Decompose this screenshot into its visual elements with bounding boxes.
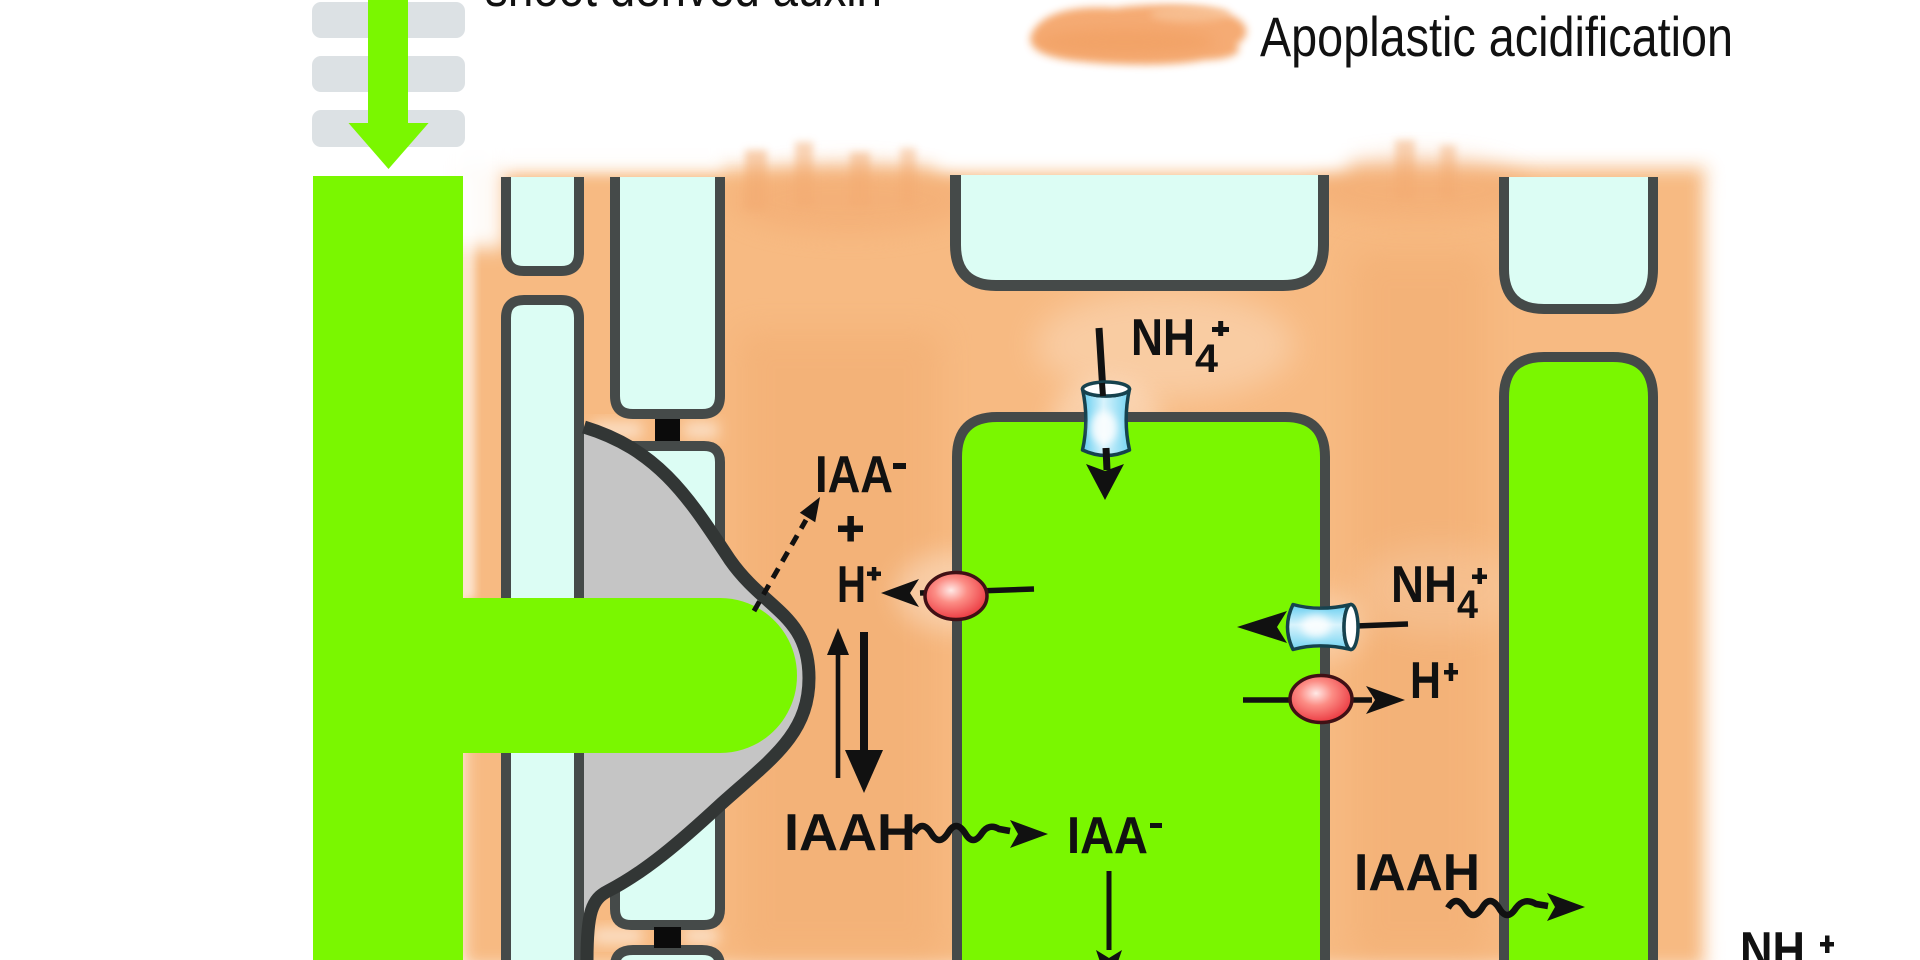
svg-text:shoot derived auxin: shoot derived auxin — [485, 0, 882, 18]
svg-text:NH: NH — [1740, 922, 1805, 960]
svg-text:IAAH: IAAH — [784, 804, 916, 862]
svg-text:NH: NH — [1131, 309, 1195, 367]
svg-text:IAA: IAA — [1067, 807, 1148, 865]
svg-text:4: 4 — [1457, 583, 1479, 627]
svg-text:4: 4 — [1195, 337, 1219, 381]
svg-text:IAA: IAA — [815, 446, 893, 504]
svg-text:IAAH: IAAH — [1354, 844, 1480, 902]
svg-text:Apoplastic acidification: Apoplastic acidification — [1260, 5, 1733, 68]
svg-text:NH: NH — [1391, 556, 1457, 614]
svg-text:H: H — [1410, 652, 1441, 710]
svg-text:H: H — [837, 556, 866, 614]
